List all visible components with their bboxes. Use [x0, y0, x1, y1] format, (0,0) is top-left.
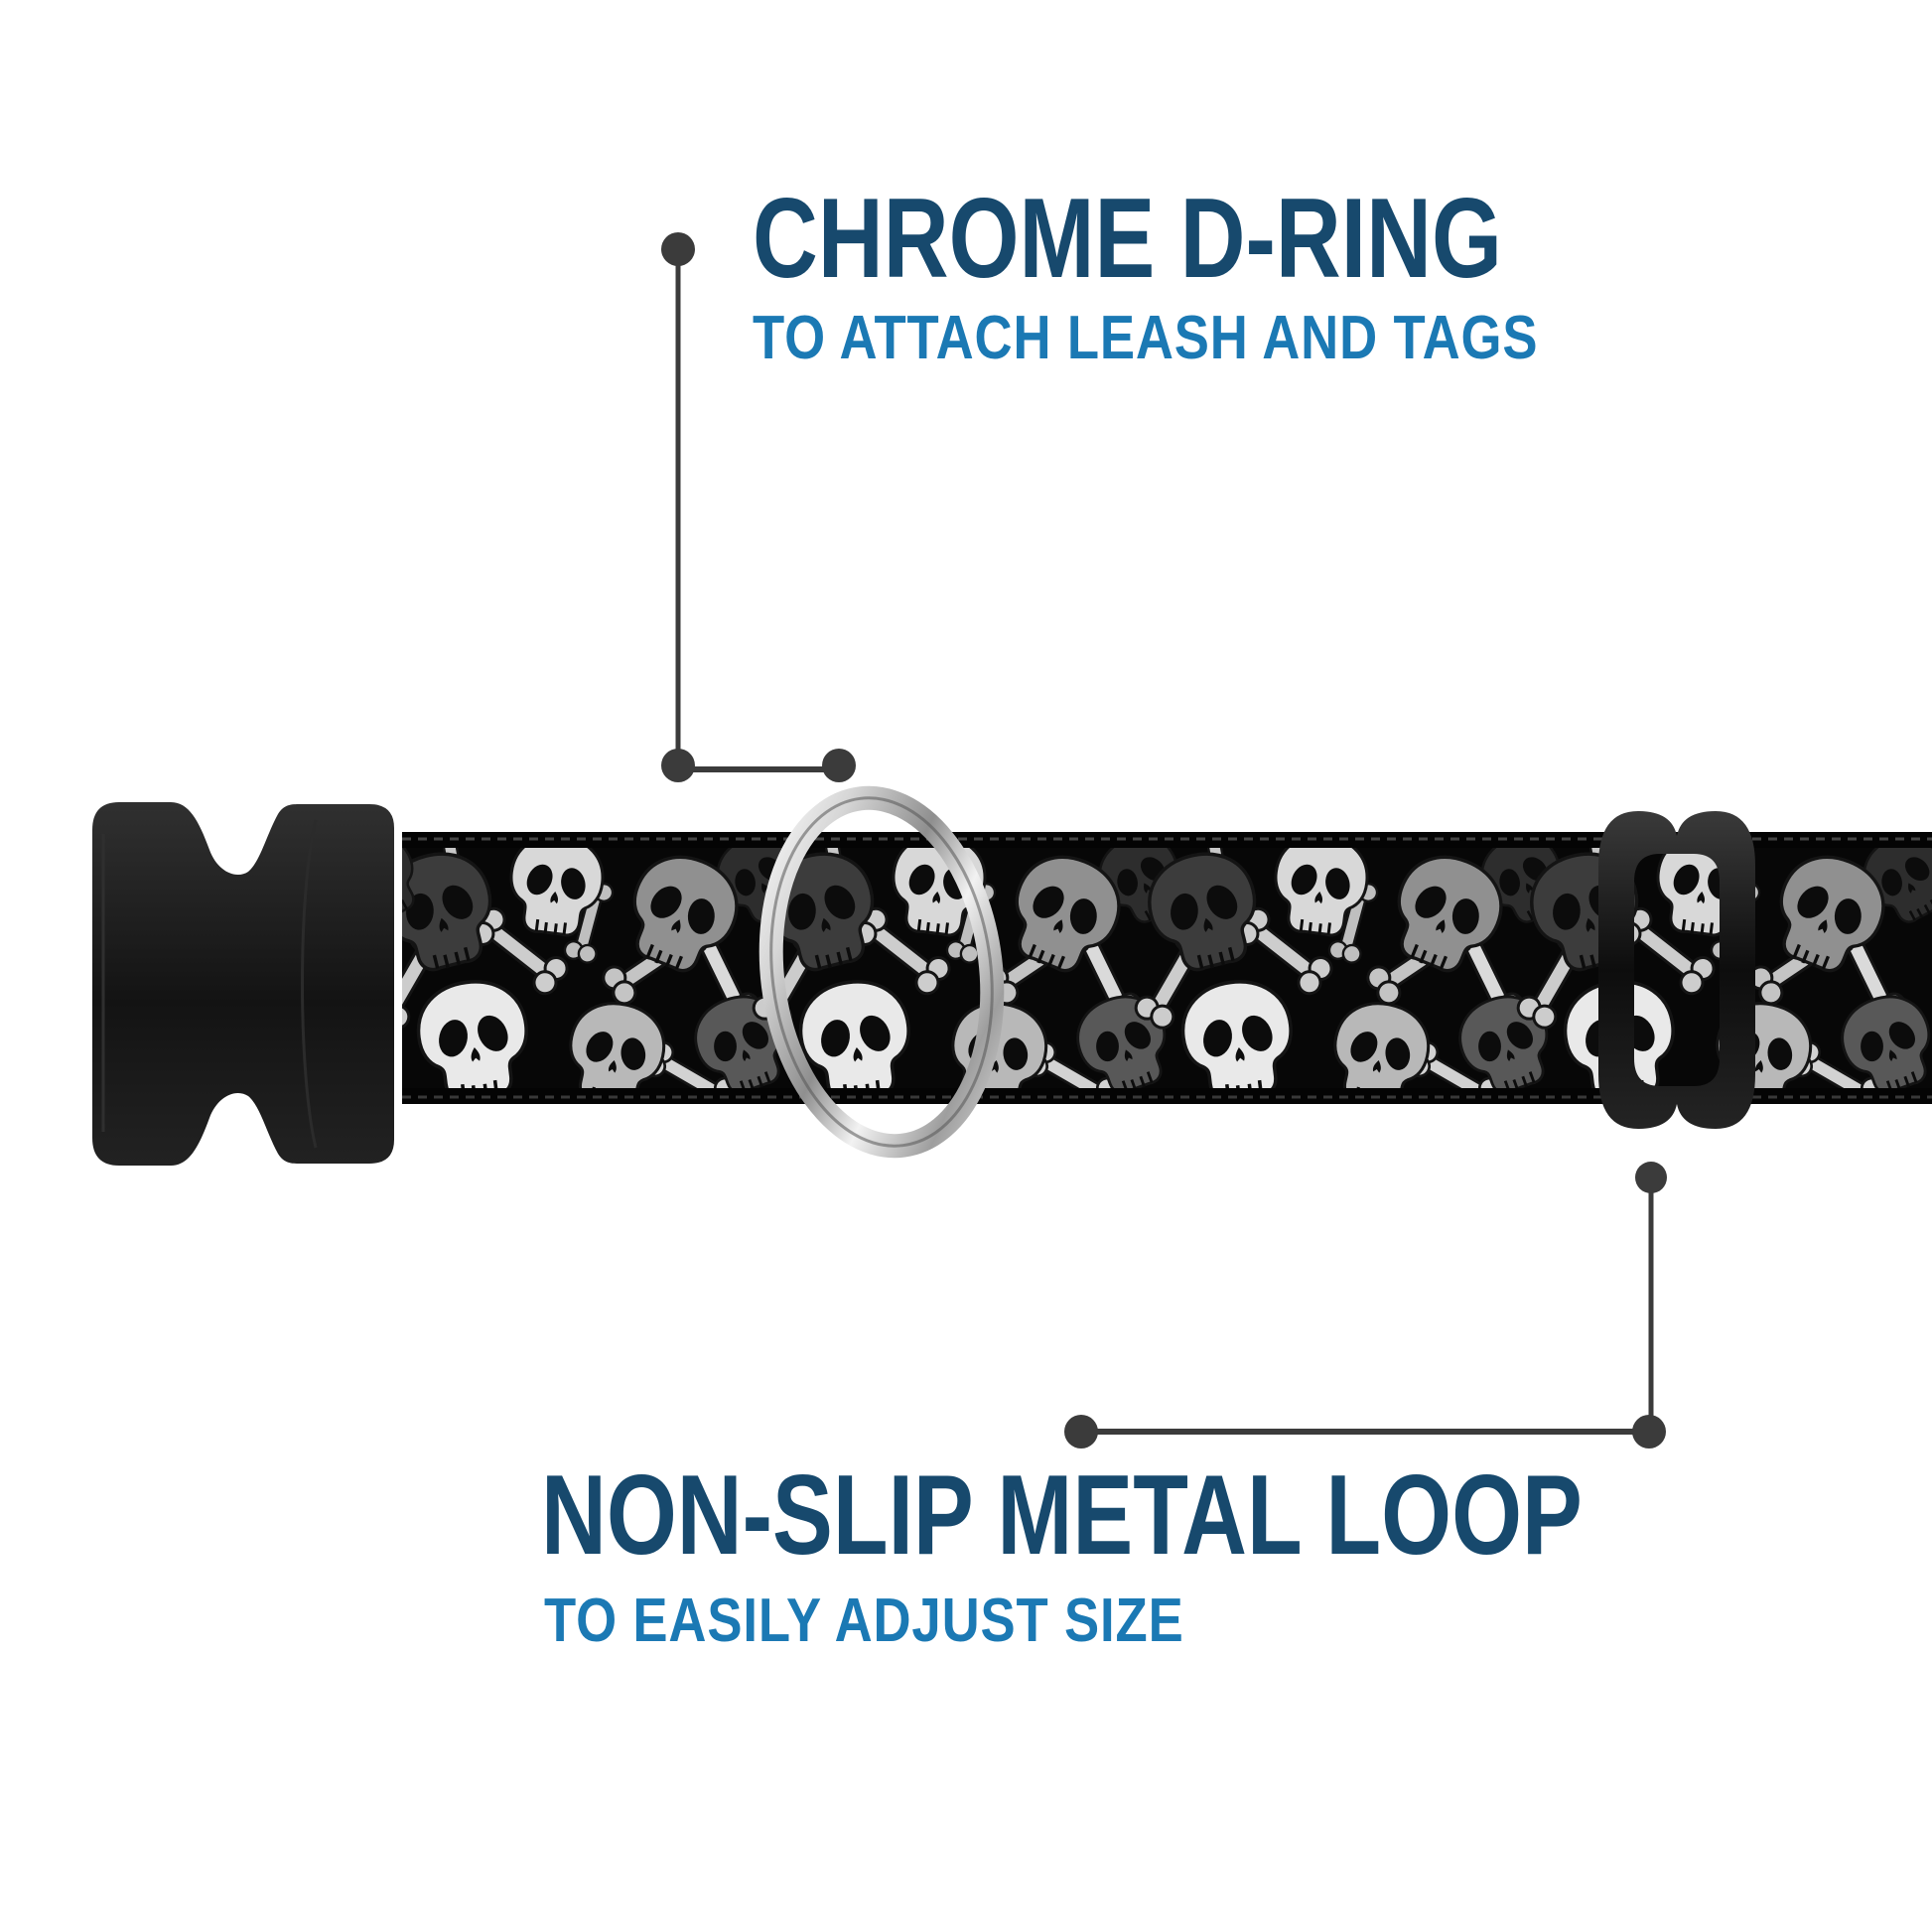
chrome-d-ring — [759, 785, 1005, 1159]
callout-dot — [661, 232, 695, 266]
callout-dot — [661, 749, 695, 782]
top-callout-connector — [661, 232, 856, 782]
bottom-callout-subtitle: TO EASILY ADJUST SIZE — [544, 1587, 1184, 1655]
callout-dot — [822, 749, 856, 782]
bottom-callout-title: NON-SLIP METAL LOOP — [541, 1452, 1583, 1579]
callout-dot — [1064, 1415, 1098, 1449]
metal-loop — [1598, 811, 1755, 1129]
top-callout-title: CHROME D-RING — [753, 176, 1502, 302]
bottom-callout-connector — [1064, 1162, 1667, 1449]
skull-pattern-band — [402, 832, 1932, 1104]
plastic-buckle — [92, 802, 394, 1166]
callout-dot — [1632, 1415, 1666, 1449]
top-callout-subtitle: TO ATTACH LEASH AND TAGS — [753, 304, 1539, 372]
callout-dot — [1635, 1162, 1667, 1193]
